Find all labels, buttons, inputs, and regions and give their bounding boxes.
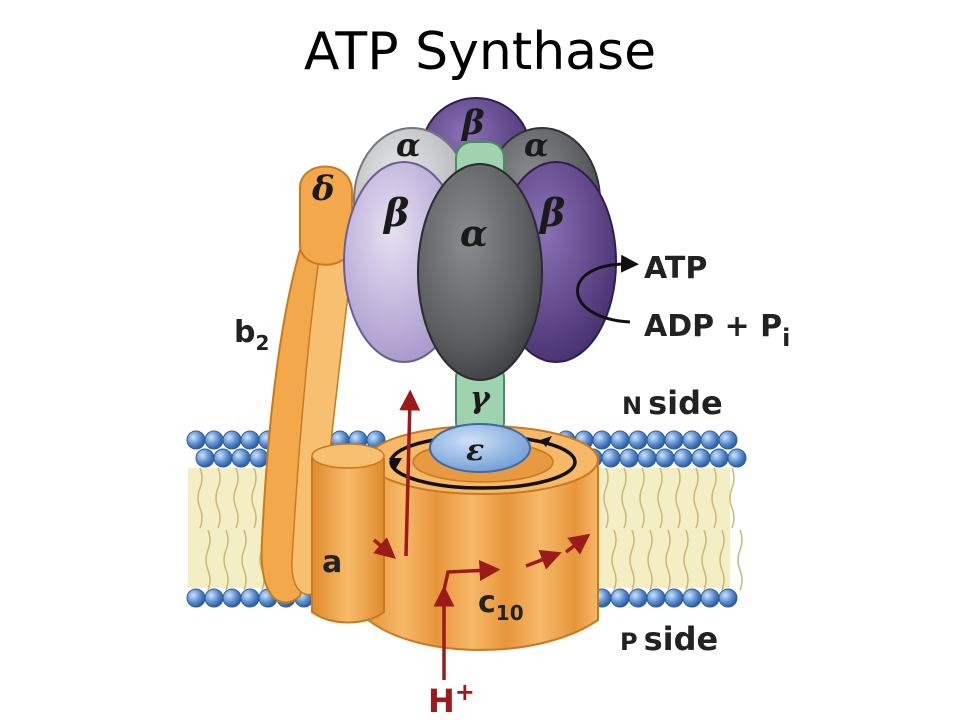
lipid-head [186,430,206,450]
lipid-head [700,588,720,608]
lipid-tail [215,467,221,529]
delta-subunit: δ [299,165,353,266]
lipid-tail [737,529,743,591]
b2-label: b2 [234,315,269,355]
lipid-head [186,588,206,608]
lipid-tail [719,529,725,591]
lipid-head [664,430,684,450]
lipid-tail [693,467,699,529]
atp-label: ATP [644,251,707,286]
alpha-front [417,163,543,381]
lipid-head [700,430,720,450]
alpha-back-right-label: α [524,126,549,164]
a-subunit [311,443,385,624]
lipid-tail [675,467,681,529]
proton-path [372,389,591,680]
lipid-tail [611,529,617,591]
lipid-tail [603,467,609,529]
epsilon-subunit: ε [429,423,531,473]
lipid-head [637,448,657,468]
adp-label: ADP + Pi [644,309,790,352]
a-label: a [322,545,342,580]
lipid-head [610,430,630,450]
lipid-head [222,430,242,450]
lipid-head [195,448,215,468]
lipid-tail [251,467,257,529]
lipid-head [204,588,224,608]
lipid-head [646,588,666,608]
lipid-tail [683,529,689,591]
lipid-tail [629,529,635,591]
gamma-subunit: γ [455,359,505,441]
lipid-tail [205,529,211,591]
beta-top-label: β [460,103,485,143]
lipid-tail [729,467,735,529]
lipid-tail [647,529,653,591]
lipid-head [231,448,251,468]
lipid-tail [711,467,717,529]
lipid-head [619,448,639,468]
lipid-head [673,448,693,468]
reaction-arrow [576,254,639,324]
lipid-head [628,430,648,450]
lipid-head [646,430,666,450]
beta-front-right-label: β [538,190,565,235]
lipid-head [655,448,675,468]
c10-label: c10 [478,585,524,625]
lipid-head [592,430,612,450]
lipid-head [709,448,729,468]
lipid-head [249,448,269,468]
f1-head: β α α β β α [343,97,617,381]
page-title: ATP Synthase [303,22,657,82]
epsilon-label: ε [466,433,484,468]
gamma-label: γ [470,381,491,416]
lipid-head [682,588,702,608]
lipid-tail [639,467,645,529]
alpha-back-left-label: α [396,126,421,164]
lipid-head [240,430,260,450]
delta-label: δ [311,169,335,209]
lipid-head [628,588,648,608]
lipid-head [204,430,224,450]
lipid-head [727,448,747,468]
lipid-head [718,588,738,608]
lipid-head [691,448,711,468]
lipid-tail [701,529,707,591]
lipid-head [682,430,702,450]
proton-label: H+ [428,678,475,720]
lipid-head [718,430,738,450]
lipid-tail [197,467,203,529]
lipid-head [222,588,242,608]
lipid-head [664,588,684,608]
lipid-head [240,588,260,608]
lipid-head [601,448,621,468]
lipid-head [213,448,233,468]
lipid-tail [233,467,239,529]
beta-front-left-label: β [382,190,409,235]
lipid-head [610,588,630,608]
lipid-tail [223,529,229,591]
lipid-tail [657,467,663,529]
lipid-tail [621,467,627,529]
lipid-tail [241,529,247,591]
lipid-tail [665,529,671,591]
alpha-front-label: α [460,213,488,255]
